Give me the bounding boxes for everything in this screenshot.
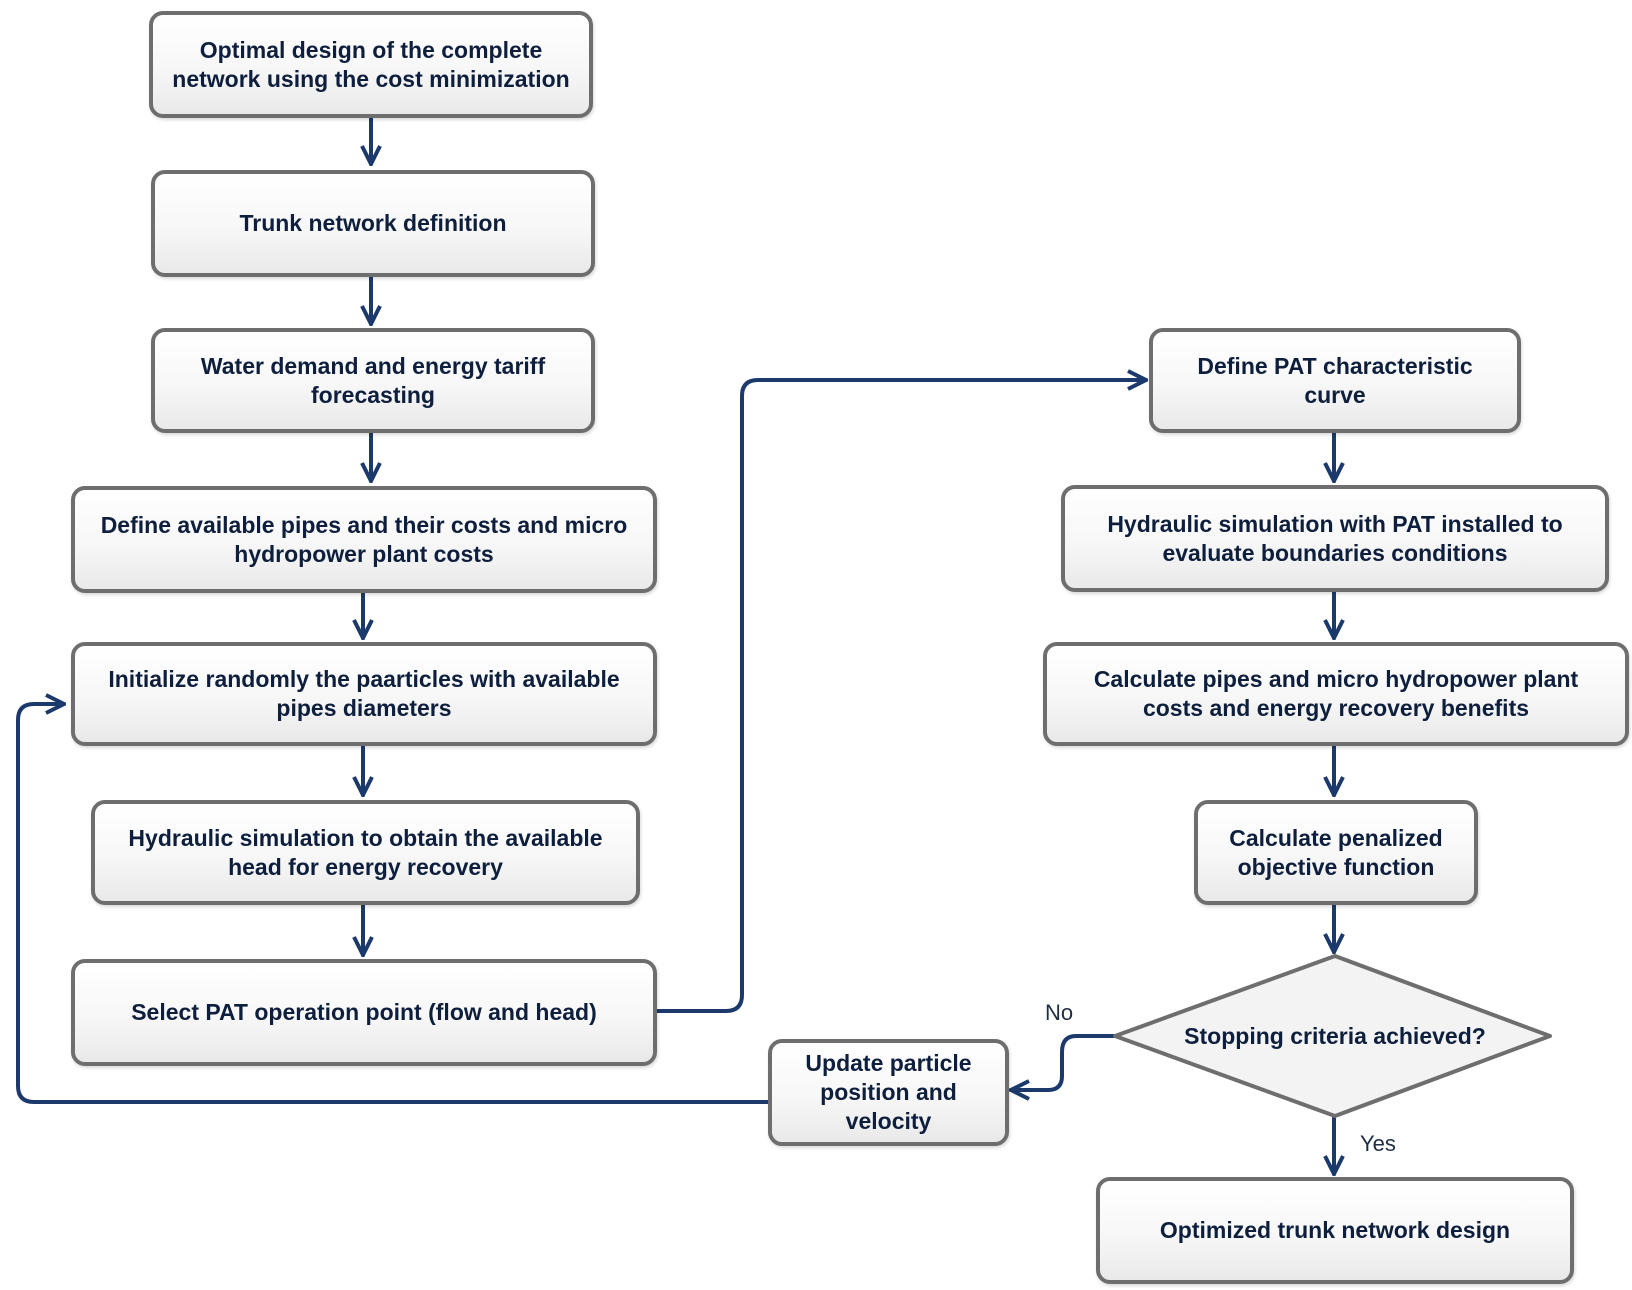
arrow-diamond-no [1009, 1034, 1117, 1090]
node-select-pat-label: Select PAT operation point (flow and hea… [131, 999, 597, 1025]
node-optimal-design-label: Optimal design of the complete network u… [172, 36, 570, 92]
arrow-select-to-pat-curve [655, 380, 1148, 1013]
node-optimal-design: Optimal design of the complete network u… [149, 11, 593, 118]
node-hydraulic-sim-pat-label: Hydraulic simulation with PAT installed … [1107, 510, 1563, 566]
node-define-pat-curve: Define PAT characteristic curve [1149, 328, 1521, 433]
node-trunk-definition: Trunk network definition [151, 170, 595, 277]
node-define-pipes: Define available pipes and their costs a… [71, 486, 657, 593]
node-calculate-objective-label: Calculate penalized objective function [1229, 824, 1443, 880]
node-demand-forecasting: Water demand and energy tariff forecasti… [151, 328, 595, 433]
node-update-particle-label: Update particle position and velocity [805, 1050, 972, 1134]
node-calculate-costs-label: Calculate pipes and micro hydropower pla… [1093, 666, 1579, 721]
edge-label-yes: Yes [1360, 1131, 1396, 1156]
node-define-pipes-label: Define available pipes and their costs a… [100, 511, 628, 567]
node-stopping-criteria-label: Stopping criteria achieved? [1184, 1022, 1486, 1049]
node-initialize-particles-label: Initialize randomly the paarticles with … [108, 666, 620, 721]
stopping-criteria-diamond [1113, 954, 1552, 1118]
arrow-update-to-initialize [16, 704, 770, 1104]
node-initialize-particles: Initialize randomly the paarticles with … [71, 642, 657, 746]
node-stopping-criteria: Stopping criteria achieved? [1135, 1006, 1535, 1066]
node-optimized-design: Optimized trunk network design [1096, 1177, 1574, 1284]
node-update-particle: Update particle position and velocity [768, 1039, 1009, 1146]
node-hydraulic-sim-pat: Hydraulic simulation with PAT installed … [1061, 485, 1609, 592]
node-demand-forecasting-label: Water demand and energy tariff forecasti… [200, 352, 546, 408]
node-optimized-design-label: Optimized trunk network design [1159, 1217, 1511, 1243]
node-hydraulic-sim-head: Hydraulic simulation to obtain the avail… [91, 800, 640, 905]
node-calculate-costs: Calculate pipes and micro hydropower pla… [1043, 642, 1629, 746]
node-calculate-objective: Calculate penalized objective function [1194, 800, 1478, 905]
node-select-pat: Select PAT operation point (flow and hea… [71, 959, 657, 1066]
node-trunk-definition-label: Trunk network definition [239, 210, 507, 236]
node-define-pat-curve-label: Define PAT characteristic curve [1197, 352, 1473, 408]
edge-label-no: No [1045, 1000, 1074, 1025]
node-hydraulic-sim-head-label: Hydraulic simulation to obtain the avail… [128, 824, 603, 880]
